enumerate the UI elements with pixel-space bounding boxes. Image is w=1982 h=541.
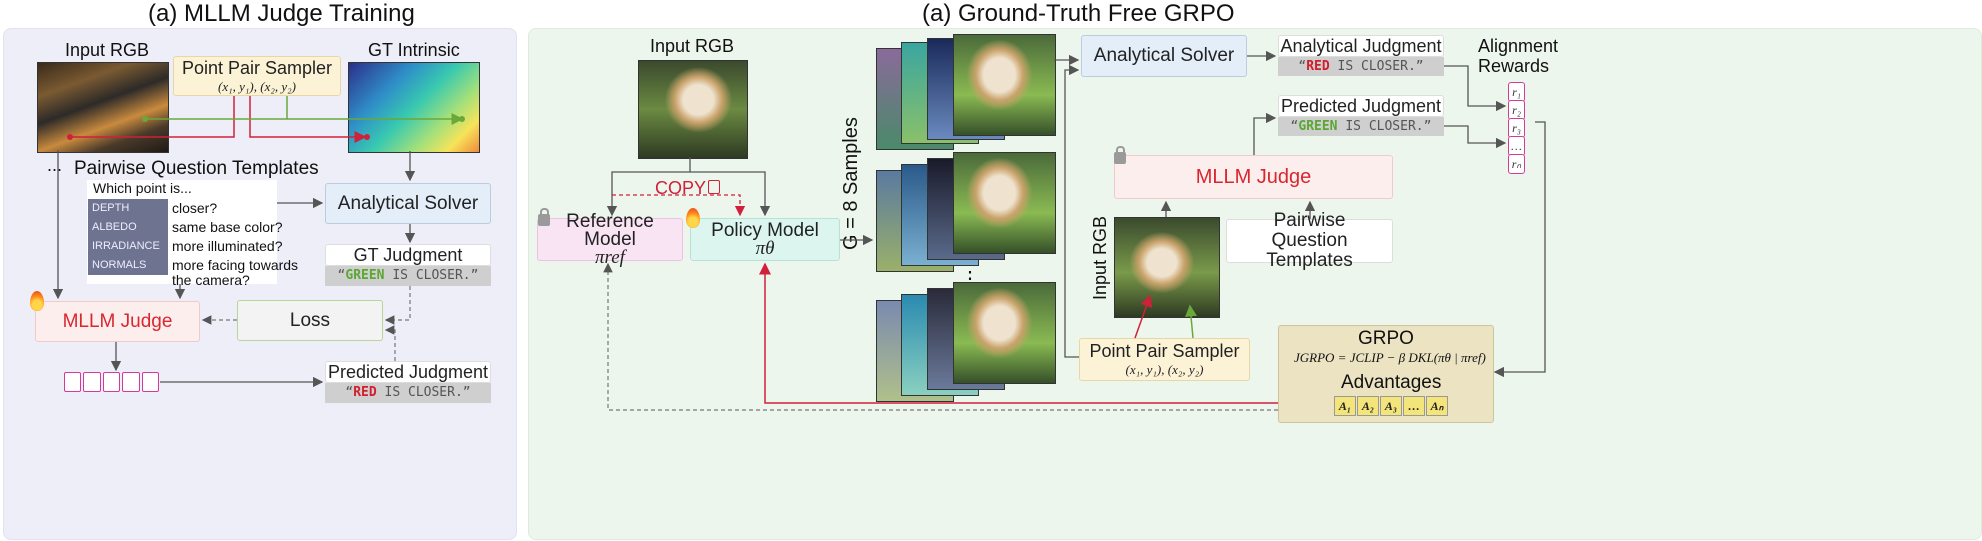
- copy-icon: [708, 180, 720, 194]
- red-pair-arrows: [70, 96, 365, 137]
- tag-albedo: ALBEDO: [88, 218, 168, 237]
- alignment-rewards-line1: Alignment: [1478, 36, 1559, 56]
- left-predicted-judgment-text: “RED IS CLOSER.”: [325, 383, 491, 403]
- reference-model-title: Reference Model: [566, 210, 654, 250]
- right-input-rgb-label: Input RGB: [650, 36, 735, 56]
- token-strip: [64, 372, 160, 392]
- right-mllm-judge: MLLM Judge: [1114, 155, 1393, 199]
- owl-image-input: [638, 60, 748, 159]
- left-pps-coords: (x₁, y₁), (x₂, y₂): [218, 78, 296, 94]
- owl-sample-2: [953, 152, 1056, 254]
- policy-model-title: Policy Model: [711, 219, 819, 241]
- pairwise-templates-line1: Pairwise: [1273, 210, 1346, 231]
- pairwise-templates-line2: Question Templates: [1266, 230, 1353, 271]
- green-point-marker-gt: [459, 116, 465, 122]
- right-panel: [528, 28, 1982, 540]
- left-point-pair-sampler: Point Pair Sampler (x₁, y₁), (x₂, y₂): [173, 56, 341, 96]
- dashed-pred-to-loss: [384, 325, 396, 361]
- tag-depth-text: closer?: [172, 200, 218, 216]
- owl-sample-3: [953, 282, 1056, 384]
- owl-sample-1: [953, 34, 1056, 136]
- advantage-3: A₃: [1380, 396, 1402, 416]
- arrow-pred-to-rewards: [1444, 125, 1507, 149]
- policy-model: Policy Model πθ: [690, 218, 840, 261]
- red-point-marker: [67, 134, 73, 140]
- advantage-1: A₁: [1334, 396, 1356, 416]
- reward-token-3: r₃: [1508, 118, 1525, 138]
- reward-token-5: rₙ: [1508, 154, 1525, 174]
- templates-header: Which point is...: [93, 180, 192, 196]
- right-analytical-solver: Analytical Solver: [1081, 35, 1247, 77]
- dashed-copy-arrow: [612, 194, 746, 217]
- tag-irradiance: IRRADIANCE: [88, 237, 168, 256]
- dashed-gt-to-loss: [384, 286, 411, 325]
- gt-intrinsic-label: GT Intrinsic: [368, 40, 460, 60]
- loss-box: Loss: [237, 300, 383, 341]
- left-pps-title: Point Pair Sampler: [181, 57, 333, 78]
- templates-title: Pairwise Question Templates: [74, 158, 319, 179]
- right-panel-title: (a) Ground-Truth Free GRPO: [922, 0, 1235, 27]
- right-predicted-judgment-title: Predicted Judgment: [1278, 95, 1444, 117]
- left-input-rgb-label: Input RGB: [65, 40, 150, 60]
- alignment-rewards-line2: Rewards: [1478, 56, 1550, 76]
- copy-label: COPY: [655, 178, 707, 198]
- left-mllm-judge: MLLM Judge: [35, 301, 200, 342]
- arrow-sampler-to-solver: [1064, 64, 1080, 358]
- red-point-marker-gt: [364, 134, 370, 140]
- left-panel-title: (a) MLLM Judge Training: [148, 0, 415, 27]
- advantage-2: A₂: [1357, 396, 1379, 416]
- policy-model-symbol: πθ: [755, 237, 775, 259]
- input-rgb-image: [37, 62, 169, 153]
- right-pps-coords: (x₁, y₁), (x₂, y₂): [1125, 362, 1204, 377]
- judge-lock-icon: [1114, 146, 1126, 164]
- red-grpo-to-policy: [759, 262, 1278, 404]
- reference-lock-icon: [538, 208, 550, 226]
- advantage-4: …: [1403, 396, 1425, 416]
- green-point-marker: [142, 116, 148, 122]
- dashed-grpo-to-ref: [603, 262, 1278, 411]
- arrow-rewards-to-grpo: [1493, 121, 1546, 378]
- tag-normals: NORMALS: [88, 256, 168, 275]
- red-sampler-to-owl: [1134, 294, 1153, 339]
- tag-albedo-text: same base color?: [172, 219, 283, 235]
- tag-normals-text2: the camera?: [172, 272, 250, 288]
- arrow-analytical-to-rewards: [1444, 65, 1507, 112]
- arrow-judge-to-pred: [1253, 112, 1277, 155]
- tag-irradiance-text: more illuminated?: [172, 238, 283, 254]
- right-pps-title: Point Pair Sampler: [1089, 341, 1240, 361]
- advantages-title: Advantages: [1341, 372, 1442, 393]
- left-predicted-judgment-title: Predicted Judgment: [325, 361, 491, 383]
- advantage-5: Aₙ: [1426, 396, 1448, 416]
- right-point-pair-sampler: Point Pair Sampler (x₁, y₁), (x₂, y₂): [1079, 338, 1250, 381]
- analytical-judgment-title: Analytical Judgment: [1278, 35, 1444, 57]
- right-predicted-judgment-text: “GREEN IS CLOSER.”: [1278, 117, 1444, 136]
- analytical-judgment-text: “RED IS CLOSER.”: [1278, 57, 1444, 76]
- pairwise-templates-box: Pairwise Question Templates: [1226, 211, 1393, 271]
- green-pair-arrows: [145, 96, 462, 119]
- owl-image-judge: [1114, 217, 1220, 318]
- arrow-rgb-to-policy: [690, 171, 771, 217]
- policy-flame-icon: [686, 208, 700, 228]
- left-flame-icon: [30, 291, 44, 311]
- green-sampler-to-owl: [1185, 304, 1197, 339]
- arrow-rgb-to-ref: [606, 157, 691, 217]
- grpo-formula: JGRPO = JCLIP − β DKL(πθ | πref): [1294, 350, 1486, 365]
- reference-model: Reference Model πref: [537, 212, 683, 267]
- tag-depth: DEPTH: [88, 199, 168, 218]
- tag-normals-text: more facing towards: [172, 257, 299, 273]
- left-analytical-solver: Analytical Solver: [325, 183, 491, 224]
- gt-judgment-title: GT Judgment: [325, 244, 491, 266]
- reference-model-symbol: πref: [595, 246, 625, 268]
- gt-judgment-text: “GREEN IS CLOSER.”: [325, 266, 491, 286]
- grpo-title: GRPO: [1358, 328, 1414, 349]
